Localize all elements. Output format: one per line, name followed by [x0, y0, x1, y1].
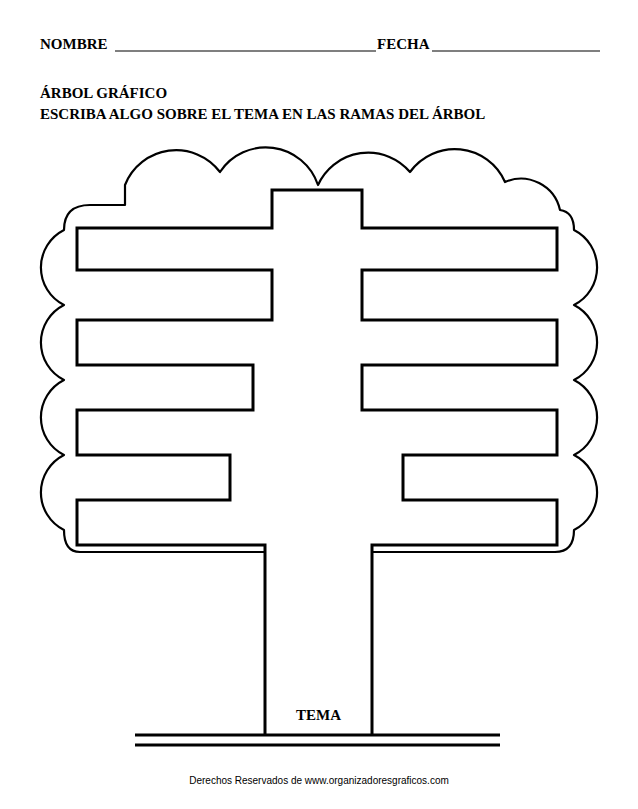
ground-line — [135, 734, 500, 737]
worksheet-title: ÁRBOL GRÁFICO — [40, 84, 167, 102]
topic-label: TEMA — [267, 706, 370, 724]
copyright-footer: Derechos Reservados de www.organizadores… — [0, 775, 638, 787]
tree-crown — [41, 147, 597, 552]
tree-drawing — [41, 147, 597, 745]
tree-branches — [77, 190, 557, 735]
instruction-text: ESCRIBA ALGO SOBRE EL TEMA EN LAS RAMAS … — [40, 105, 485, 123]
ground-line — [135, 744, 500, 747]
name-field-label: NOMBRE — [40, 35, 108, 53]
date-rule — [432, 50, 600, 51]
date-field-label: FECHA — [377, 35, 430, 53]
name-rule — [115, 50, 376, 51]
tree-outline — [0, 140, 638, 760]
tree-organizer: TEMA — [0, 140, 638, 760]
